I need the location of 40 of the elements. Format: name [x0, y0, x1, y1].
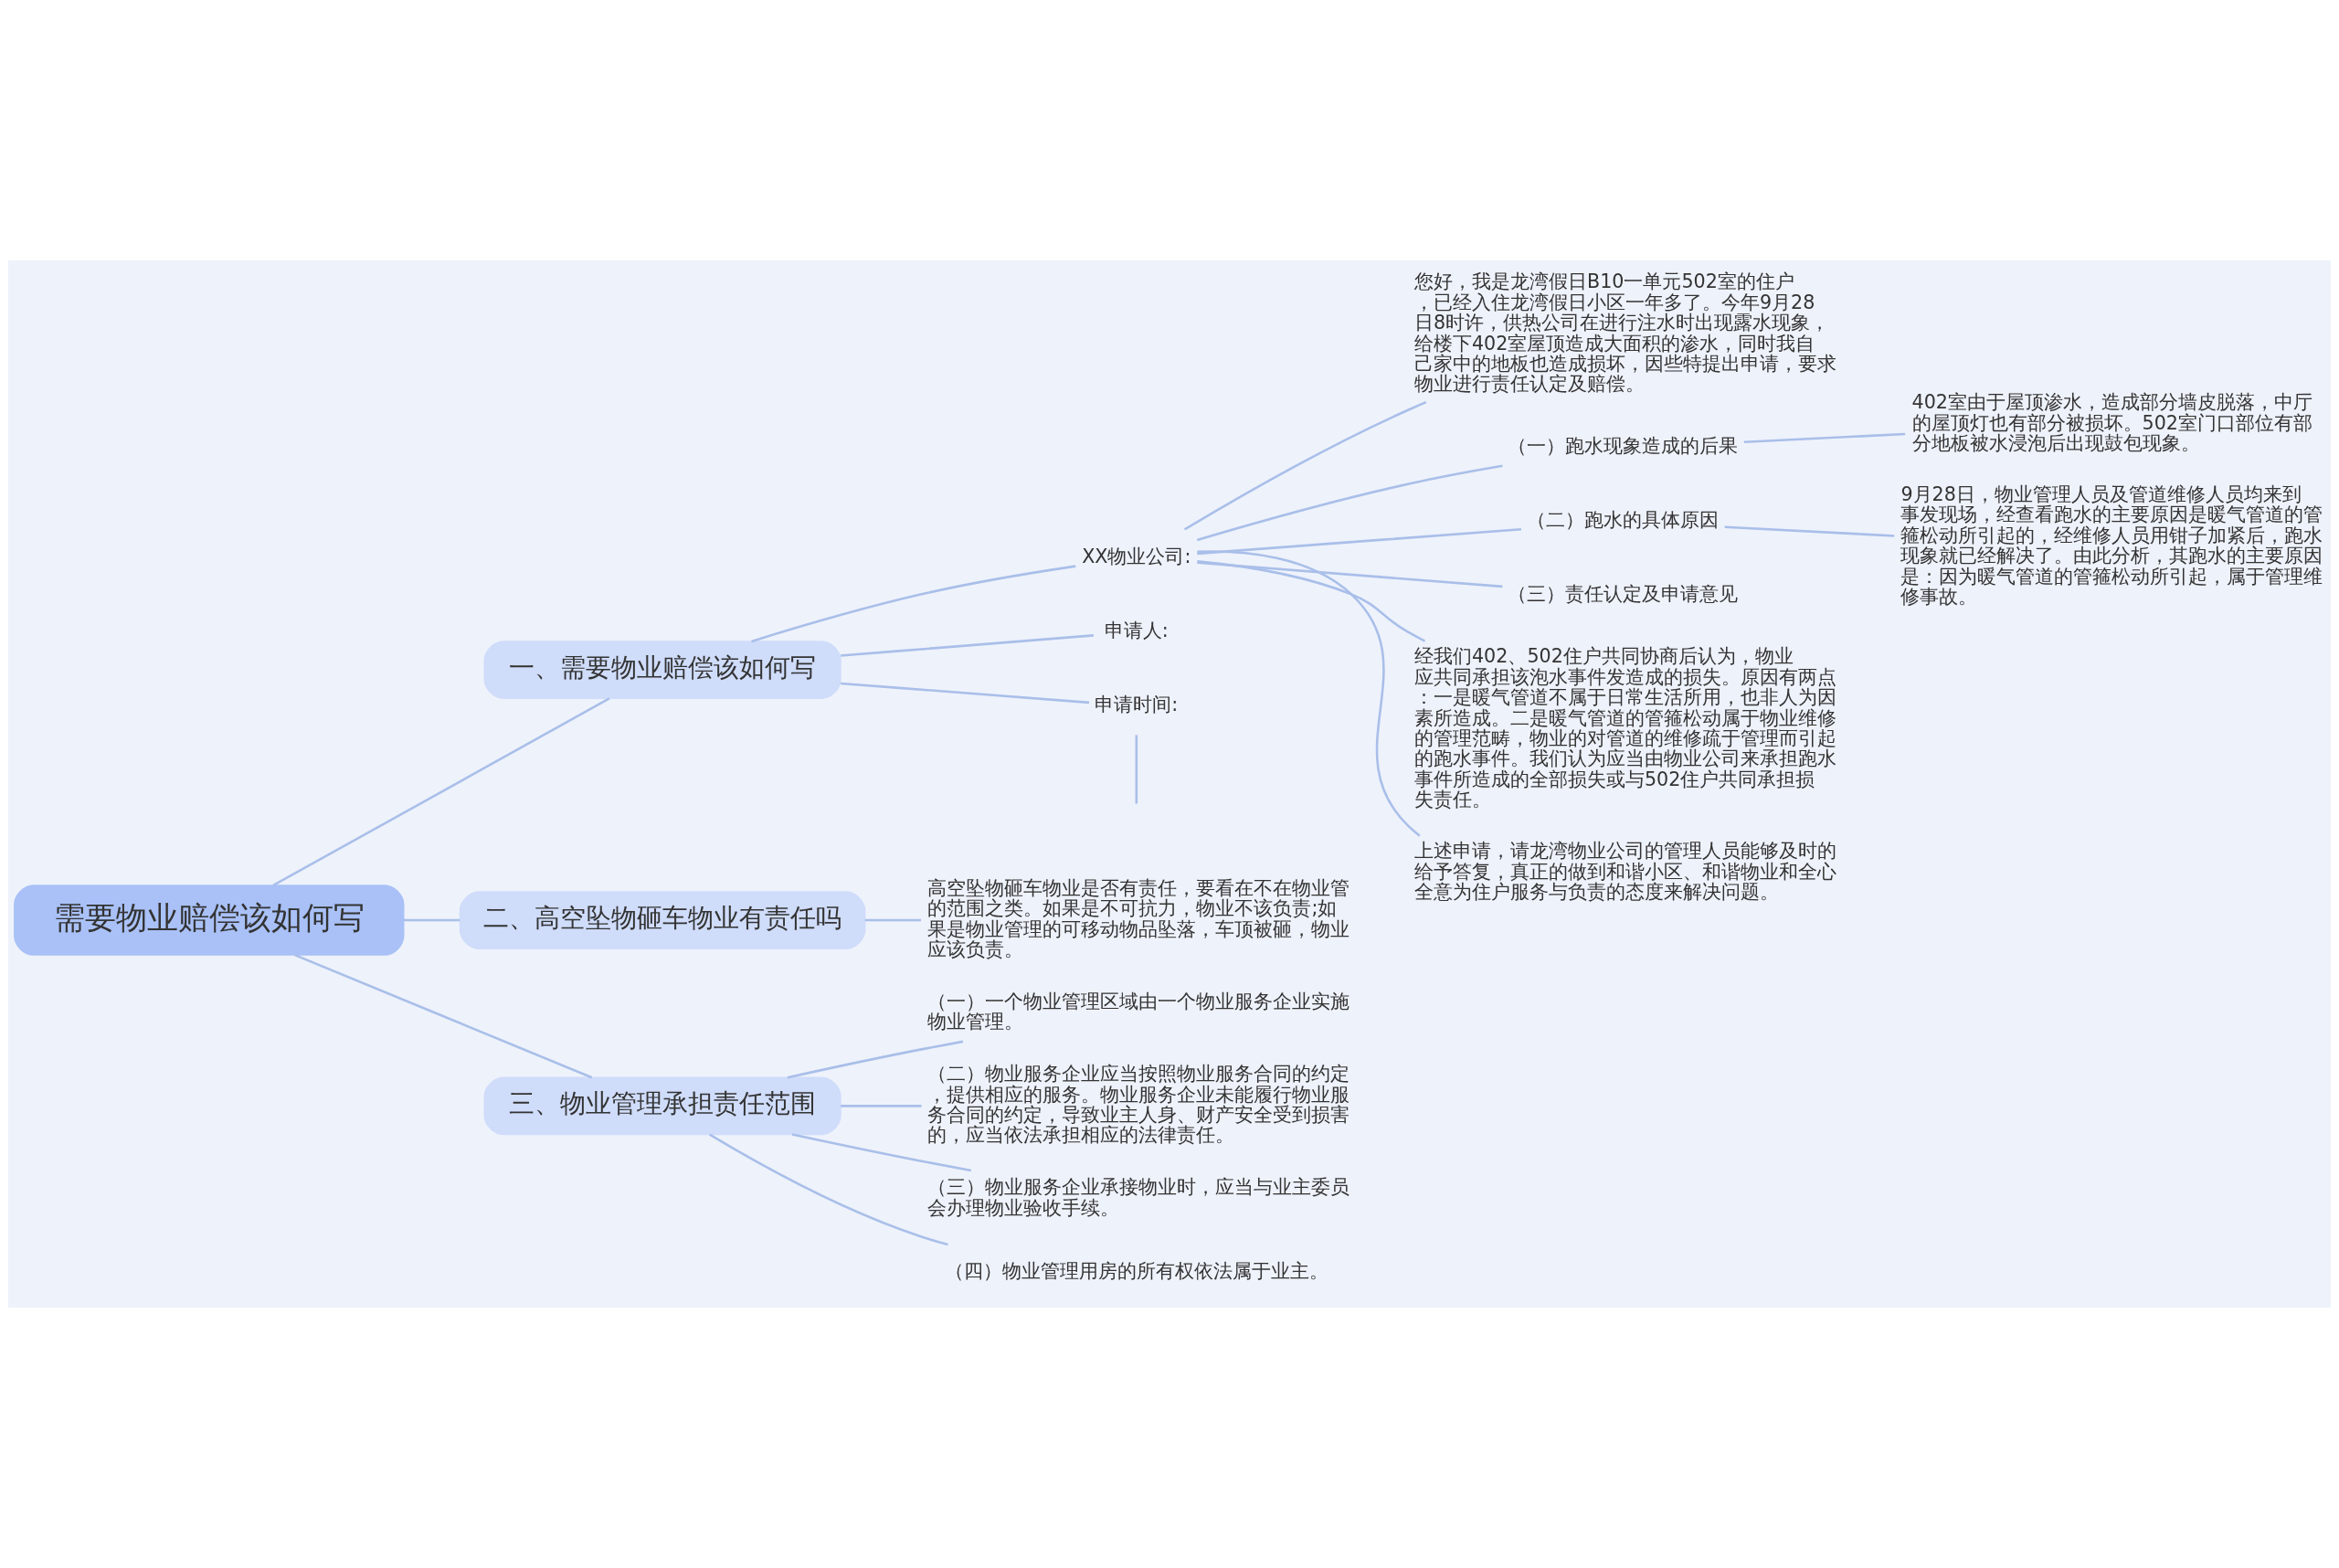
connector	[1197, 561, 1503, 588]
node-text: 9月28日，物业管理人员及管道维修人员均来到事发现场，经查看跑水的主要原因是暖气管道的管箍松动所引起的，经维修人员用钳子加紧后，跑水现象就已经解决了。由此分析，其跑水的主要原因是：因为暖气管道的管箍松动所引起，属于管理维修事故。	[1900, 482, 2323, 608]
connector	[841, 682, 1090, 705]
connector	[864, 918, 921, 922]
connector	[709, 1133, 948, 1246]
node-text: 高空坠物砸车物业是否有责任，要看在不在物业管的范围之类。如果是不可抗力，物业不该负责;如果是物业管理的可移动物品坠落，车顶被砸，物业应该负责。	[927, 876, 1350, 961]
node-text: 上述申请，请龙湾物业公司的管理人员能够及时的给予答复，真正的做到和谐小区、和谐物业和全心全意为住户服务与负责的态度来解决问题。	[1413, 840, 1836, 904]
connector	[294, 953, 593, 1079]
node-text: 经我们402、502住户共同协商后认为，物业应共同承担该泡水事件发造成的损失。原因有两点：一是暖气管道不属于日常生活所用，也非人为因素所造成。二是暖气管道的管箍松动属于物业维修的管理范畴，物业的对管道的维修疏于管理而引起的跑水事件。我们认为应当由物业公司来承担跑水事件所造成的全部损失或与502住户共同承担损失责任。	[1413, 645, 1836, 811]
connector	[1197, 528, 1522, 556]
node-box: 需要物业赔偿该如何写	[14, 885, 405, 956]
connector	[272, 697, 610, 887]
node-text: 402室由于屋顶渗水，造成部分墙皮脱落，中厅的屋顶灯也有部分被损坏。502室门口部位有部分地板被水浸泡后出现鼓包现象。	[1911, 391, 2313, 454]
connector	[1743, 432, 1906, 443]
connector	[403, 918, 460, 922]
node-text: 申请人:	[1104, 620, 1169, 642]
node-box: 二、高空坠物砸车物业有责任吗	[459, 891, 866, 949]
connector	[787, 1040, 964, 1079]
connector	[791, 1133, 972, 1172]
connector	[1197, 550, 1421, 837]
node-text: （三）物业服务企业承接物业时，应当与业主委员会办理物业验收手续。	[927, 1176, 1350, 1219]
node-text: （三）责任认定及申请意见	[1508, 583, 1739, 606]
node-text: 申请时间:	[1095, 694, 1179, 716]
node-text: （四）物业管理用房的所有权依法属于业主。	[944, 1260, 1328, 1283]
node-box: 三、物业管理承担责任范围	[483, 1076, 841, 1136]
node-text: XX物业公司:	[1082, 546, 1191, 568]
node-text: 您好，我是龙湾假日B10一单元502室的住户，已经入住龙湾假日小区一年多了。今年9月28日8时许，供热公司在进行注水时出现露水现象，给楼下402室屋顶造成大面积的渗水，同时我自己家中的地板也造成损坏，因些特提出申请，要求物业进行责任认定及赔偿。	[1413, 270, 1836, 396]
connector	[751, 565, 1076, 643]
connector	[1196, 464, 1503, 542]
connector	[841, 1105, 922, 1107]
connector	[1183, 400, 1427, 531]
node-text: （二）跑水的具体原因	[1527, 509, 1720, 532]
connector	[1135, 735, 1138, 804]
connector	[1724, 525, 1895, 537]
connector	[841, 634, 1094, 657]
node-box: 一、需要物业赔偿该如何写	[483, 641, 841, 699]
connector	[1197, 560, 1426, 642]
node-text: （一）一个物业管理区域由一个物业服务企业实施物业管理。	[927, 990, 1350, 1033]
node-text: （二）物业服务企业应当按照物业服务合同的约定，提供相应的服务。物业服务企业未能履行物业服务合同的约定，导致业主人身、财产安全受到损害的，应当依法承担相应的法律责任。	[927, 1063, 1350, 1147]
node-text: （一）跑水现象造成的后果	[1508, 435, 1739, 458]
